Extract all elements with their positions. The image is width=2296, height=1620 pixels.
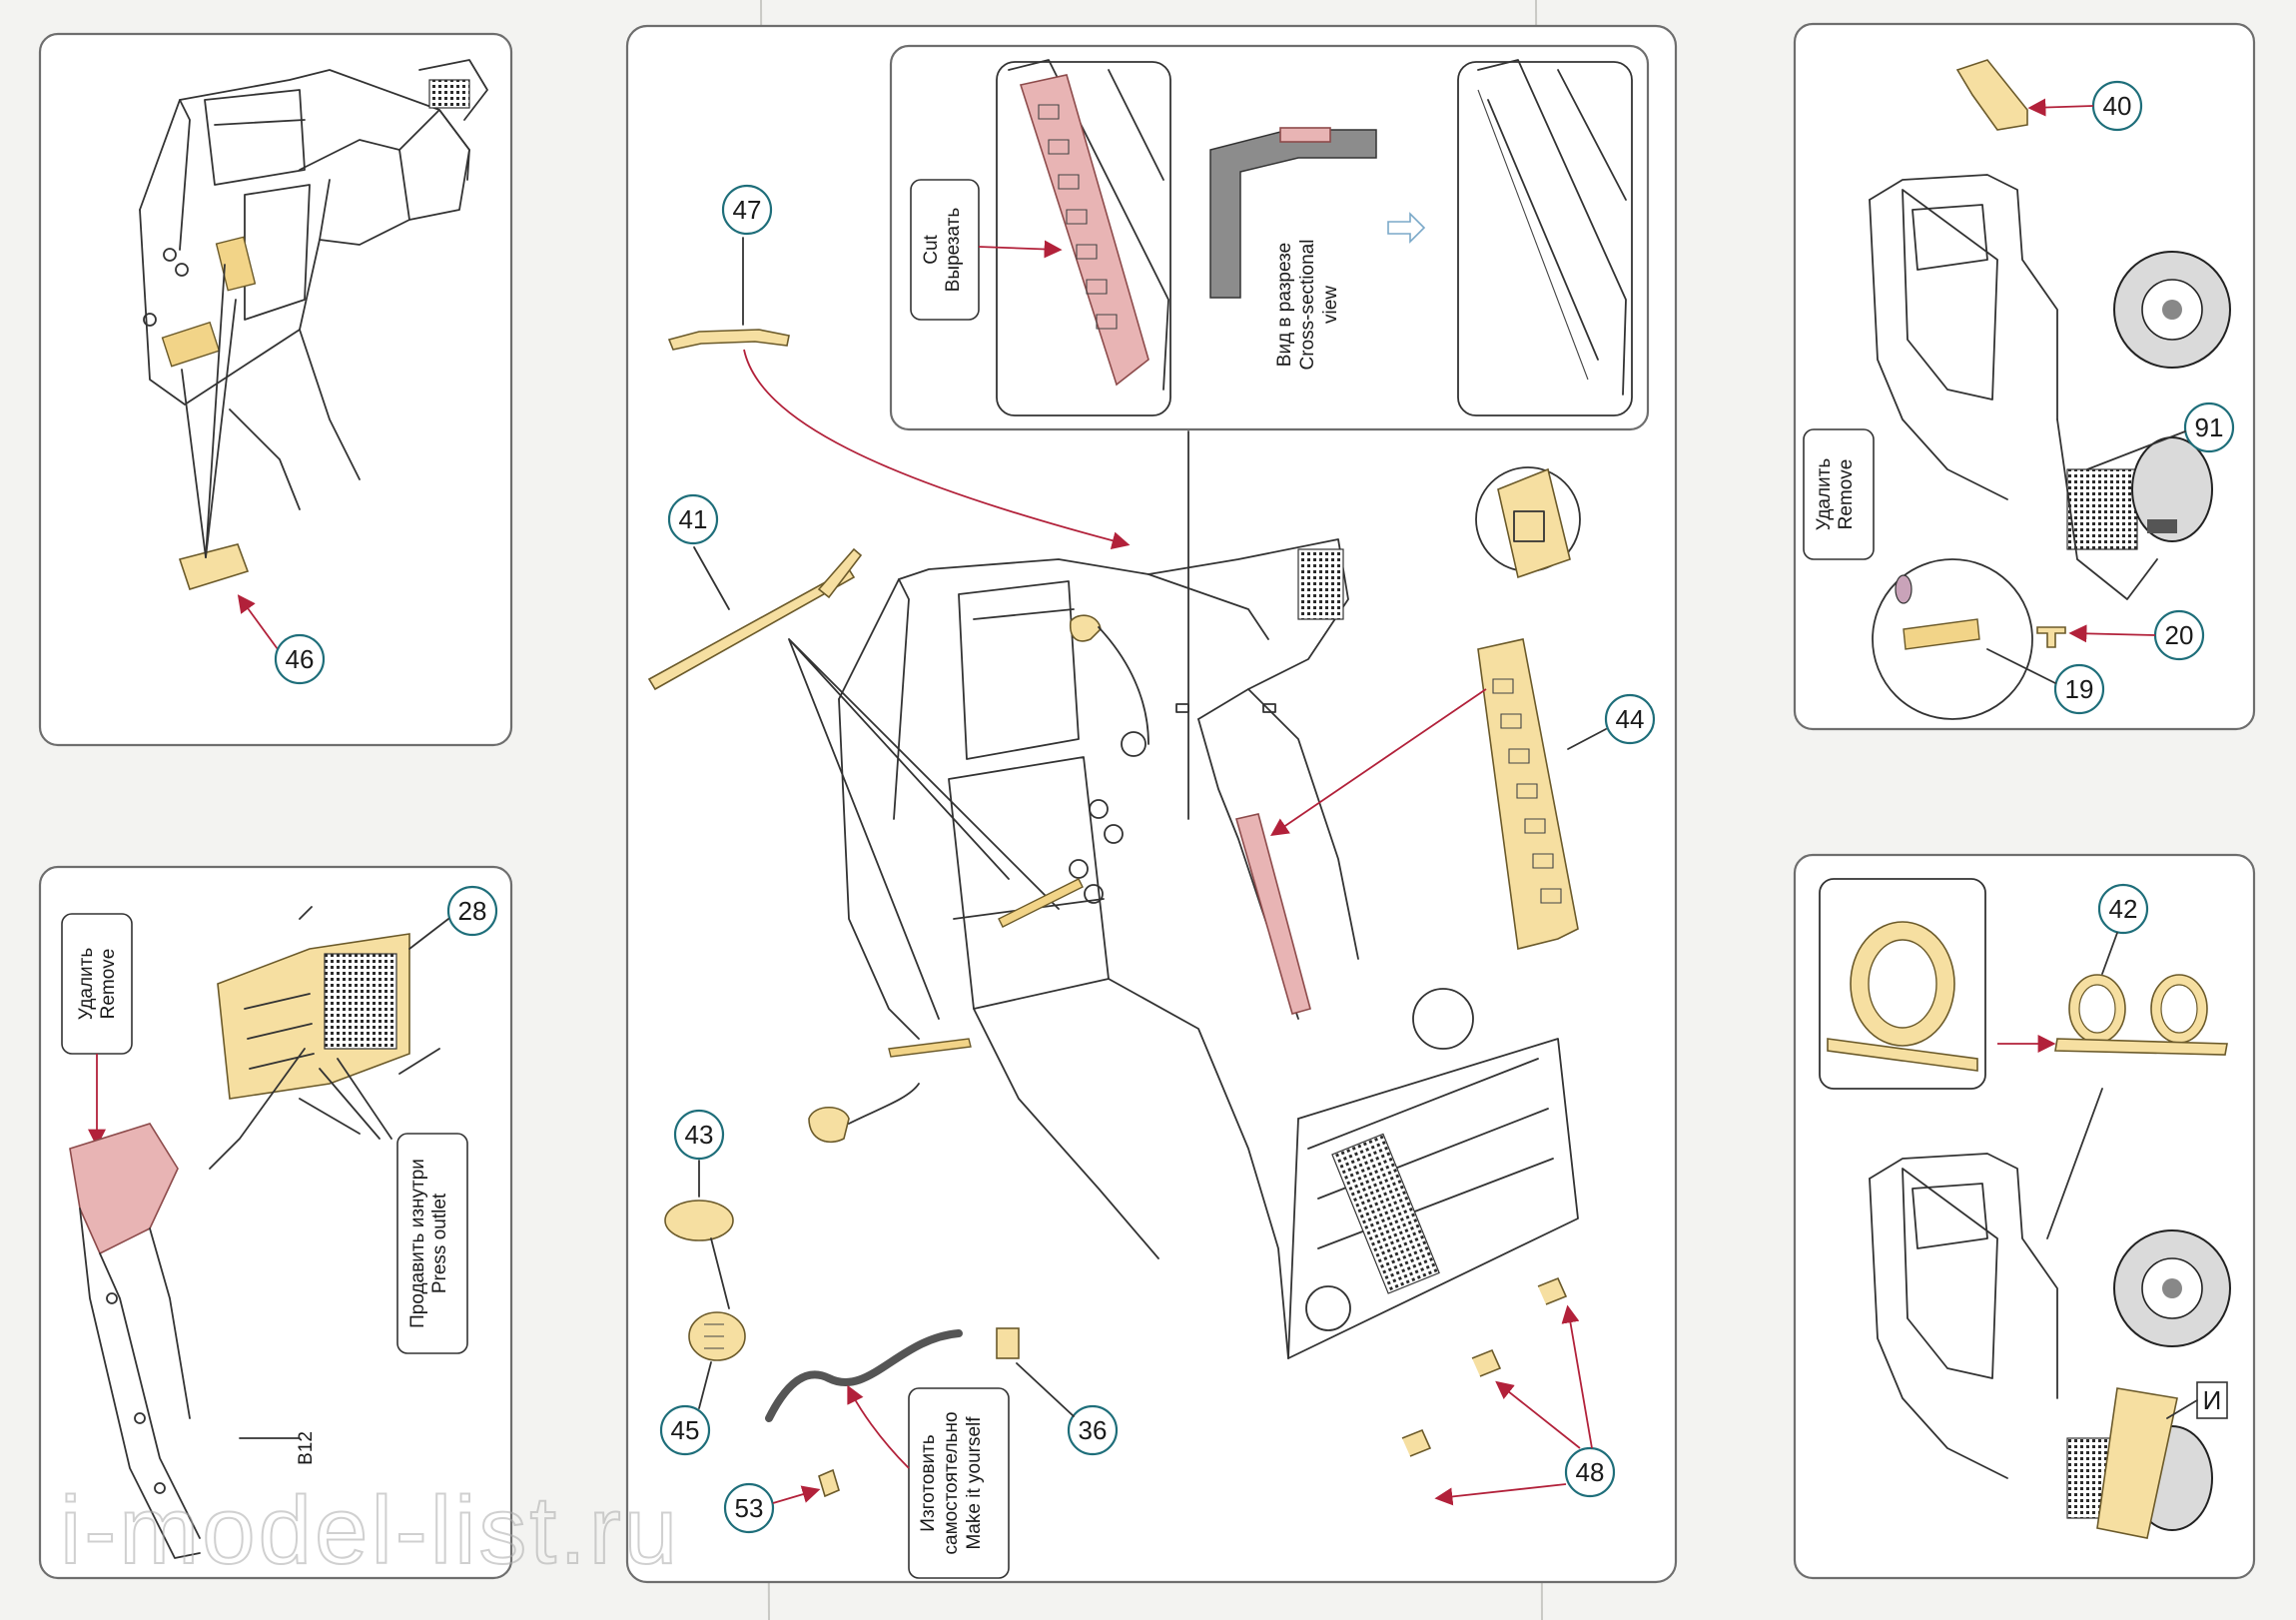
- remove-label-en-d: Remove: [1836, 459, 1857, 530]
- main-cut-area: [1234, 813, 1311, 1015]
- part-46-plate: [178, 543, 250, 590]
- callout-28: [446, 885, 498, 937]
- callout-91: [2183, 402, 2235, 453]
- cross-section-ru: Вид в разрезе: [1274, 243, 1295, 367]
- part-47-bracket: [667, 329, 790, 351]
- callout-53: [723, 1482, 775, 1534]
- marker-i-label: И: [2203, 1385, 2222, 1415]
- callout-45-number: 45: [671, 1415, 700, 1445]
- press-outlet-box: [396, 1133, 468, 1354]
- inset-cut-detail: Cut Вырезать Вид в разрезе Cross-section…: [889, 44, 1650, 431]
- cut-label-en: Cut: [921, 235, 942, 265]
- callout-43-number: 43: [685, 1120, 714, 1150]
- main-cab-drawing: [838, 538, 1579, 1359]
- remove-label-ru-d: Удалить: [1814, 458, 1835, 531]
- make-it-en: Make it yourself: [964, 1416, 985, 1550]
- part-20-pin: [2036, 626, 2066, 648]
- callout-48: [1564, 1446, 1616, 1498]
- cut-area-strip: [1019, 74, 1149, 387]
- part-44-step-plate: [1270, 466, 1581, 950]
- cross-section-cut-mark: [1279, 127, 1331, 143]
- watermark-text: i-model-list.ru: [60, 1477, 680, 1584]
- press-outlet-ru: Продавить изнутри: [407, 1159, 428, 1328]
- callout-44-number: 44: [1616, 704, 1645, 734]
- part-40-bracket: [1955, 59, 2028, 131]
- panel-fender-part-28: Удалить Remove B12 28 Продавить изнутри …: [38, 865, 513, 1580]
- marker-i-box: [2196, 1381, 2228, 1419]
- cut-label-box: [910, 179, 980, 321]
- callout-20-number: 20: [2165, 620, 2194, 650]
- remove-label-box-d: [1803, 428, 1875, 560]
- callout-19: [2053, 663, 2105, 715]
- callout-53-number: 53: [735, 1493, 764, 1523]
- callout-36: [1067, 1404, 1119, 1456]
- make-it-ru-2: самостоятельно: [941, 1411, 962, 1554]
- callout-41-number: 41: [679, 504, 708, 534]
- mirror-bottom: [808, 1106, 850, 1144]
- panel-headlight-ring: 42 И: [1793, 853, 2256, 1580]
- callout-91-number: 91: [2195, 412, 2224, 442]
- detail-circle-d: [1872, 558, 2033, 720]
- cross-section-en-2: view: [1320, 286, 1341, 324]
- cab-drawing-a: [139, 59, 488, 510]
- part-48-bracket-b: [1471, 1348, 1502, 1377]
- truck-drawing-e: [1869, 1088, 2231, 1539]
- callout-44: [1604, 693, 1656, 745]
- cross-section-en-1: Cross-sectional: [1297, 240, 1318, 371]
- callout-42: [2097, 883, 2149, 935]
- part-28-mesh: [324, 953, 397, 1050]
- press-outlet-en: Press outlet: [429, 1193, 450, 1293]
- mirror-top: [1069, 614, 1102, 642]
- cut-label-ru: Вырезать: [943, 208, 964, 293]
- part-19-plate: [1903, 618, 1980, 650]
- callout-45: [659, 1404, 711, 1456]
- panel-main-assembly: Cut Вырезать Вид в разрезе Cross-section…: [625, 24, 1678, 1584]
- part-43-disc: [664, 1200, 734, 1241]
- callout-43: [673, 1109, 725, 1161]
- truck-drawing-d: [1869, 174, 2231, 600]
- part-48-bracket-c: [1537, 1276, 1568, 1305]
- remove-label-ru: Удалить: [76, 948, 97, 1021]
- make-it-yourself-box: [908, 1387, 1010, 1579]
- callout-47: [721, 184, 773, 236]
- removed-pin: [1895, 574, 1913, 604]
- part-41-wiper: [647, 567, 856, 691]
- panel-wheel-assembly: 40 91 Удалить Remove 20 19: [1793, 22, 2256, 731]
- callout-19-number: 19: [2065, 674, 2094, 704]
- self-made-wire: [765, 1329, 963, 1422]
- callout-46-number: 46: [286, 644, 315, 674]
- callout-48-number: 48: [1576, 1457, 1605, 1487]
- arrow-right-icon: [1387, 212, 1426, 244]
- remove-label-en: Remove: [98, 949, 119, 1020]
- make-it-ru-1: Изготовить: [918, 1434, 939, 1531]
- part-b12-label: B12: [296, 1431, 317, 1465]
- callout-40-number: 40: [2103, 91, 2132, 121]
- callout-28-number: 28: [458, 896, 487, 926]
- callout-41: [667, 493, 719, 545]
- remove-label-box: [61, 913, 133, 1055]
- callout-42-number: 42: [2109, 894, 2138, 924]
- part-48-bracket-a: [1401, 1428, 1432, 1457]
- callout-46: [274, 633, 326, 685]
- callout-36-number: 36: [1079, 1415, 1108, 1445]
- part-36-tube: [996, 1327, 1020, 1359]
- panel-cab-part-46: 46: [38, 32, 513, 747]
- part-53-clip: [818, 1468, 840, 1498]
- callout-47-number: 47: [733, 195, 762, 225]
